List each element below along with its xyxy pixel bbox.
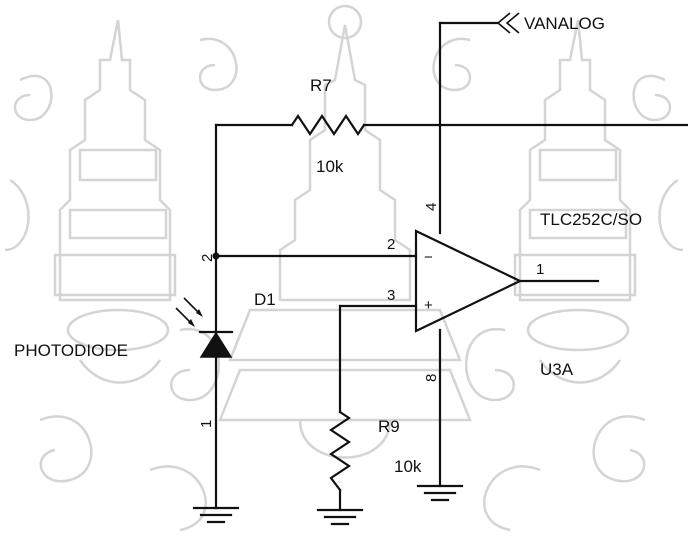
vanalog-port-symbol	[496, 12, 520, 34]
ground-symbol-r9	[316, 508, 364, 526]
opamp-pin4-label: 4	[423, 203, 440, 211]
opamp-u3a-symbol	[414, 229, 523, 333]
ground-symbol-opamp	[416, 484, 464, 502]
photodiode-label: PHOTODIODE	[14, 341, 128, 360]
circuit-wires	[214, 21, 688, 512]
resistor-r9-symbol	[329, 410, 351, 492]
d1-ref-label: D1	[254, 290, 276, 309]
opamp-pin1-label: 1	[536, 261, 544, 278]
resistor-r7-symbol	[290, 114, 366, 136]
r9-value-label: 10k	[394, 457, 422, 476]
r7-value-label: 10k	[316, 157, 344, 176]
d1-pin2-label: 2	[199, 254, 216, 262]
opamp-part-label: TLC252C/SO	[540, 210, 642, 229]
opamp-pin8-label: 8	[423, 374, 440, 382]
r9-ref-label: R9	[378, 417, 400, 436]
d1-pin1-label: 1	[198, 420, 215, 428]
opamp-plus-sign: +	[424, 297, 433, 314]
opamp-pin3-label: 3	[387, 287, 395, 304]
vanalog-label: VANALOG	[524, 14, 605, 33]
watermark-emblem	[4, 4, 684, 532]
photodiode-d1-symbol	[175, 297, 234, 358]
opamp-ref-label: U3A	[540, 360, 574, 379]
r7-ref-label: R7	[310, 76, 332, 95]
ground-symbol-d1	[192, 506, 240, 524]
opamp-minus-sign: −	[424, 249, 433, 266]
opamp-pin2-label: 2	[387, 236, 395, 253]
junction-dot	[212, 252, 220, 260]
